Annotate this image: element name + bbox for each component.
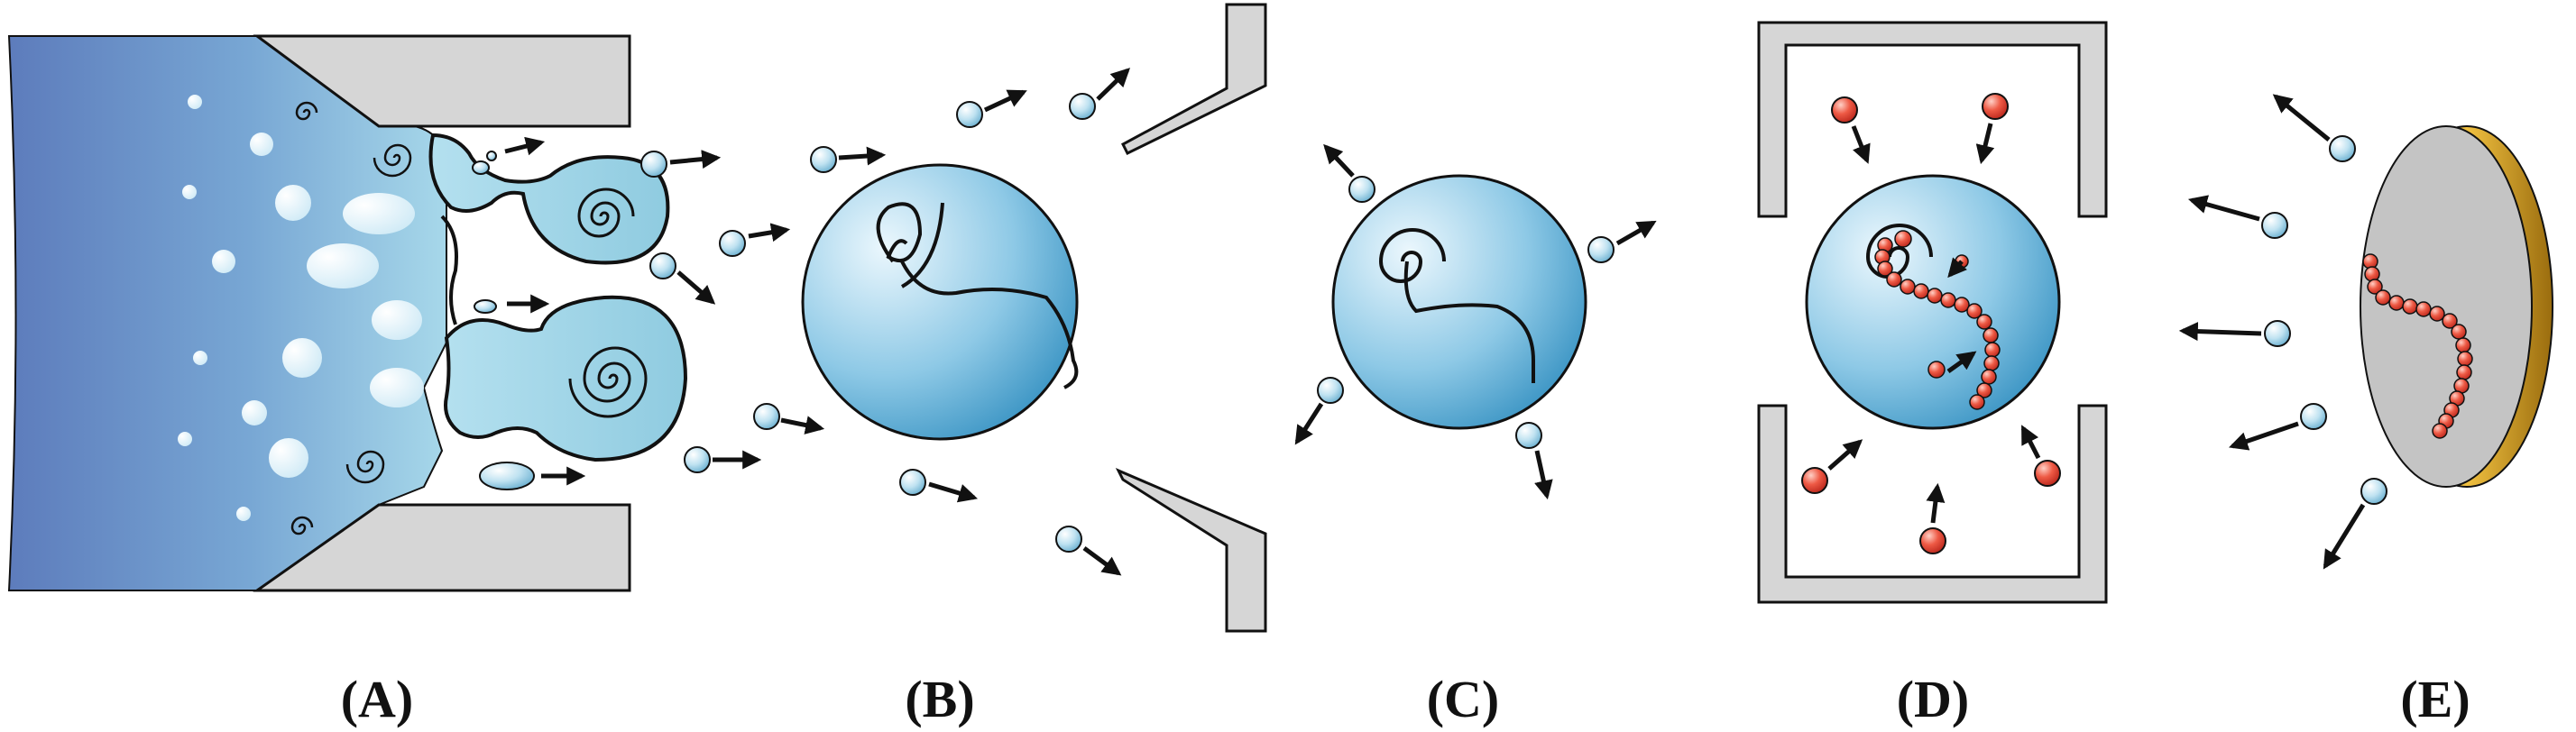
- solvent-molecules-b: [640, 93, 1096, 553]
- arrows-c: [1294, 143, 1657, 500]
- panel-c: [1294, 143, 1657, 500]
- jet-lower: [444, 295, 688, 462]
- vortex-small-2: [373, 143, 412, 178]
- panel-label-d: (D): [1897, 670, 1970, 728]
- nozzle-plate-top: [253, 34, 631, 128]
- panel-label-b: (B): [905, 670, 974, 728]
- vortex-lower: [568, 346, 648, 418]
- vortex-d: [1865, 224, 1933, 279]
- arrows-a: [504, 136, 586, 486]
- emitted-droplets-a: [472, 151, 535, 490]
- skimmer-lower: [1115, 468, 1267, 633]
- arrows-e: [2178, 94, 2366, 570]
- panel-label-c: (C): [1427, 670, 1500, 728]
- analyte-beads-d: [1874, 230, 2001, 410]
- vortex-small-1: [295, 101, 318, 121]
- analyte-chain-c: [1378, 228, 1535, 383]
- detector-face: [2360, 125, 2533, 488]
- charged-droplet-c: [1331, 174, 1587, 430]
- panel-a: [7, 34, 688, 592]
- cell-upper: [1757, 21, 2108, 218]
- solvent-molecules-c: [1317, 176, 1615, 449]
- panel-label-a: (A): [341, 670, 414, 728]
- reagent-molecules-d: [1801, 93, 2061, 554]
- solvent-molecules-e: [2261, 135, 2387, 505]
- vortex-upper: [577, 188, 635, 238]
- analyte-chain-b: [876, 202, 1079, 389]
- cell-lower: [1757, 404, 2108, 604]
- panel-d: [1757, 21, 2108, 604]
- panel-labels: (A) (B) (C) (D) (E): [341, 670, 2470, 728]
- charged-droplet-b: [801, 163, 1079, 441]
- panel-label-e: (E): [2400, 670, 2470, 728]
- vortex-small-3: [345, 450, 385, 484]
- panel-e: [2178, 94, 2553, 570]
- jet-neck: [440, 215, 458, 325]
- skimmer-upper: [1121, 3, 1267, 156]
- jet-upper: [428, 133, 670, 265]
- arrows-b: [669, 68, 1131, 576]
- nozzle-plate-bottom: [253, 503, 631, 592]
- vortex-small-4: [290, 516, 314, 535]
- panel-b: [640, 3, 1267, 633]
- liquid-bubbles: [178, 95, 424, 521]
- arrows-d: [1827, 123, 2041, 524]
- analyte-beads-e: [2362, 253, 2473, 439]
